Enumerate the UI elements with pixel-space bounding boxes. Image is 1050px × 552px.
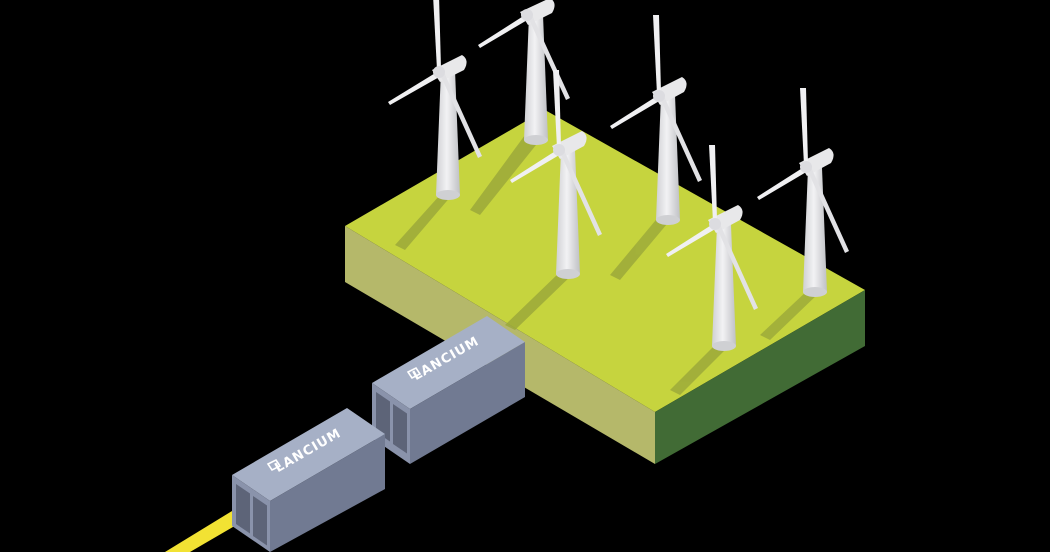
lancium-logo-icon [406, 366, 422, 380]
turbine-shadows [395, 135, 820, 395]
wind-turbine [388, 0, 482, 200]
wind-turbine [510, 70, 602, 279]
lancium-logo-icon [266, 458, 282, 472]
wind-turbine [478, 0, 570, 145]
wind-turbine [757, 88, 849, 297]
lancium-container: LANCIUM [232, 408, 385, 552]
wind-turbines [388, 0, 849, 351]
wind-turbine [666, 145, 758, 351]
wind-turbine [610, 15, 702, 225]
lancium-container: LANCIUM [372, 316, 525, 464]
grass-side [655, 290, 865, 464]
